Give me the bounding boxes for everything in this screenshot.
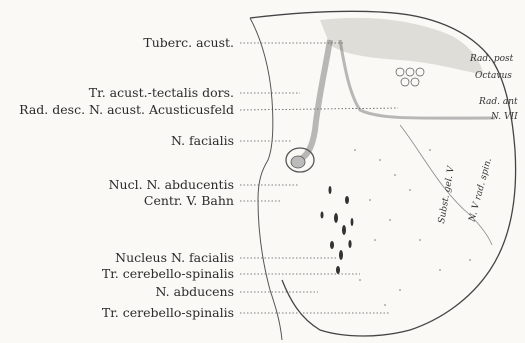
label-tractus-acustico-tectalis: Tr. acust.-tectalis dors. <box>89 86 234 100</box>
label-nervus-abducens: N. abducens <box>156 285 234 299</box>
label-nervus-vii: N. VII <box>491 112 518 122</box>
label-radix-posterior: Rad. post <box>470 54 513 64</box>
octavus-cells <box>396 68 424 86</box>
facial-nucleus-dots <box>321 186 354 274</box>
label-nucleus-facialis: Nucleus N. facialis <box>115 251 234 265</box>
label-nucleus-abducentis: Nucl. N. abducentis <box>109 178 234 192</box>
label-radix-anterior: Rad. ant <box>479 97 518 107</box>
label-octavus: Octavus <box>475 71 512 81</box>
label-tuberculum-acusticum: Tuberc. acust. <box>143 36 234 50</box>
acoustic-fiber-bundle <box>298 40 330 160</box>
abducens-nucleus <box>291 156 305 168</box>
leader-lines <box>240 43 398 313</box>
label-tractus-cerebello-spinalis-1: Tr. cerebello-spinalis <box>102 267 234 281</box>
label-central-v-bahn: Centr. V. Bahn <box>144 194 234 208</box>
label-radix-descendens-acusticusfeld: Rad. desc. N. acust. Acusticusfeld <box>19 103 234 117</box>
label-tractus-cerebello-spinalis-2: Tr. cerebello-spinalis <box>102 306 234 320</box>
label-nervus-facialis: N. facialis <box>171 134 234 148</box>
